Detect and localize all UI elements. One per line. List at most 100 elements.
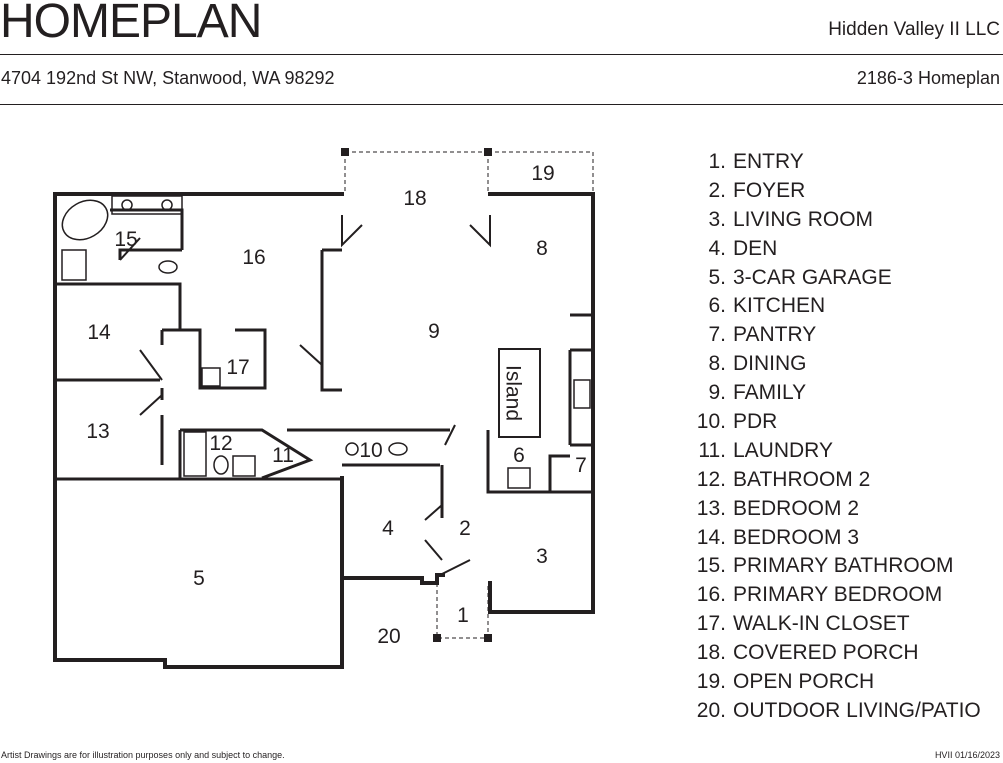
kitchen-island: [498, 348, 541, 438]
legend-item-number: 17.: [696, 612, 726, 636]
header-rule-bottom: [0, 104, 1003, 105]
room-number-1: 1: [457, 604, 469, 627]
room-number-7: 7: [575, 454, 587, 477]
legend-item-number: 6.: [708, 294, 726, 318]
legend-item-number: 3.: [708, 207, 726, 231]
room-number-2: 2: [459, 517, 471, 540]
exterior-walls: [53, 192, 595, 669]
legend-item-number: 2.: [708, 178, 726, 202]
room-number-17: 17: [226, 356, 249, 379]
legend-item-number: 12.: [696, 467, 726, 491]
legend-item: 12. BATHROOM 2: [690, 468, 981, 497]
room-number-11: 11: [272, 444, 294, 467]
room-number-13: 13: [86, 420, 109, 443]
legend-item-label: KITCHEN: [733, 294, 826, 318]
legend-item-number: 11.: [698, 438, 726, 462]
island-label: Island: [501, 365, 524, 421]
plan-number: 2186-3 Homeplan: [856, 68, 1000, 88]
legend-item-number: 18.: [696, 641, 726, 665]
tub-icon: [183, 431, 207, 477]
page-title: HOMEPLAN: [0, 0, 262, 48]
room-number-4: 4: [382, 517, 394, 540]
legend-item-number: 14.: [696, 525, 726, 549]
interior-walls: [55, 208, 593, 518]
room-number-12: 12: [209, 432, 232, 455]
legend-item-label: DEN: [733, 236, 778, 260]
legend-item: 3. LIVING ROOM: [690, 208, 981, 237]
room-number-6: 6: [513, 444, 525, 467]
room-number-15: 15: [114, 228, 137, 251]
legend-item-number: 8.: [708, 352, 726, 376]
pdr-sink-icon: [345, 442, 359, 456]
legend-item-number: 19.: [696, 670, 726, 694]
room-legend: 1.ENTRY 2.FOYER 3.LIVING ROOM 4.DEN 5.3-…: [690, 150, 981, 728]
legend-item-label: LIVING ROOM: [733, 207, 874, 231]
room-number-16: 16: [242, 246, 265, 269]
closet-shower-icon: [201, 367, 221, 387]
door-swings: [119, 215, 491, 576]
legend-item-label: FAMILY: [733, 381, 807, 405]
fixtures: [61, 195, 591, 489]
legend-item-number: 16.: [696, 583, 726, 607]
legend-item-label: ENTRY: [733, 150, 804, 173]
legend-item-label: PANTRY: [733, 323, 817, 347]
legend-item-label: BEDROOM 3: [733, 525, 860, 549]
legend-item-number: 7.: [708, 323, 726, 347]
legend-item: 14. BEDROOM 3: [690, 526, 981, 555]
bathtub-icon: [61, 199, 109, 241]
legend-item: 18.COVERED PORCH: [690, 641, 981, 670]
company-name: Hidden Valley II LLC: [828, 19, 1000, 40]
room-number-5: 5: [193, 567, 205, 590]
legend-item-number: 9.: [708, 381, 726, 405]
legend-item: 7. PANTRY: [690, 323, 981, 352]
legend-item-number: 20.: [696, 698, 726, 722]
legend-item-number: 13.: [696, 496, 726, 520]
legend-item-label: OUTDOOR LIVING/PATIO: [733, 698, 981, 722]
legend-item: 11. LAUNDRY: [690, 439, 981, 468]
property-address: 4704 192nd St NW, Stanwood, WA 98292: [1, 68, 335, 88]
porch-outlines: [344, 151, 594, 639]
legend-item: 1. ENTRY: [690, 150, 981, 179]
legend-item-label: PRIMARY BEDROOM: [733, 583, 943, 607]
porch-posts: [341, 148, 492, 642]
toilet-icon: [158, 260, 178, 274]
legend-item-label: WALK-IN CLOSET: [733, 612, 910, 636]
sink-icon: [232, 455, 256, 477]
legend-item-label: BATHROOM 2: [733, 467, 871, 491]
legend-item-number: 10.: [696, 410, 726, 434]
room-number-20: 20: [377, 625, 400, 648]
legend-item: 19. OPEN PORCH: [690, 670, 981, 699]
legend-item-number: 1.: [708, 150, 726, 173]
pdr-toilet-icon: [388, 442, 408, 456]
legend-item: 16. PRIMARY BEDROOM: [690, 583, 981, 612]
legend-item-label: FOYER: [733, 178, 806, 202]
shower-icon: [61, 249, 87, 281]
vanity-icon: [111, 195, 183, 215]
document-code: HVII 01/16/2023: [934, 750, 1000, 760]
legend-item-label: 3-CAR GARAGE: [733, 265, 892, 289]
legend-item: 15. PRIMARY BATHROOM: [690, 554, 981, 583]
sink-icon: [121, 199, 133, 211]
legend-item-number: 5.: [708, 265, 726, 289]
toilet-icon: [213, 455, 229, 475]
room-numbers: 1 2 3 4 5 6 7 8 9 10 11 12 13 14 15 16 1…: [86, 162, 587, 648]
legend-item-label: PRIMARY BATHROOM: [733, 554, 954, 578]
room-number-8: 8: [536, 237, 548, 260]
legend-item: 6. KITCHEN: [690, 294, 981, 323]
legend-item-label: OPEN PORCH: [733, 670, 875, 694]
legend-item: 13.BEDROOM 2: [690, 497, 981, 526]
room-number-3: 3: [536, 545, 548, 568]
room-number-9: 9: [428, 320, 440, 343]
legend-item: 10.PDR: [690, 410, 981, 439]
kitchen-sink-icon: [573, 379, 591, 409]
legend-item-label: LAUNDRY: [733, 438, 833, 462]
stove-icon: [507, 467, 531, 489]
legend-item: 9. FAMILY: [690, 381, 981, 410]
legend-item: 8.DINING: [690, 352, 981, 381]
legend-item: 20. OUTDOOR LIVING/PATIO: [690, 699, 981, 728]
room-number-19: 19: [531, 162, 554, 185]
legend-item: 2. FOYER: [690, 179, 981, 208]
legend-item: 17. WALK-IN CLOSET: [690, 612, 981, 641]
legend-item-number: 15.: [696, 554, 726, 578]
